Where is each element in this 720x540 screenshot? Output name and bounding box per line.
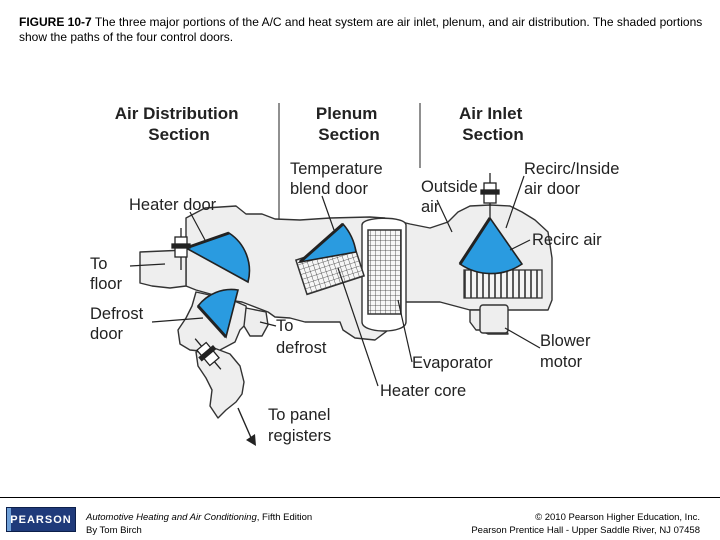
book-edition: , Fifth Edition	[256, 512, 313, 523]
evaporator-label: Evaporator	[412, 354, 493, 372]
recirc-inside-air-door	[458, 216, 524, 275]
evaporator-core	[367, 229, 402, 315]
figure-caption: FIGURE 10-7 The three major portions of …	[19, 15, 709, 45]
book-author: By Tom Birch	[86, 525, 142, 536]
heater-core-label: Heater core	[380, 382, 466, 400]
temperature-blend-door	[297, 222, 357, 264]
leader-lines	[129, 175, 541, 387]
heater-door-actuator	[171, 228, 191, 270]
copyright-info: © 2010 Pearson Higher Education, Inc. Pe…	[471, 511, 700, 537]
book-title: Automotive Heating and Air Conditioning	[86, 512, 257, 523]
air-inlet-header: Air Inlet Section	[459, 104, 527, 144]
to-panel-registers-label: To panel registers	[268, 406, 335, 445]
footer-divider	[0, 497, 720, 498]
recirc-filter	[463, 269, 543, 299]
recirc-air-label: Recirc air	[532, 231, 602, 249]
hvac-diagram: Air Distribution Section Plenum Section …	[90, 103, 624, 446]
outside-air-actuator	[480, 173, 500, 218]
figure-label: FIGURE 10-7	[19, 15, 92, 29]
recirc-inside-air-door-label: Recirc/Inside air door	[524, 160, 624, 198]
heater-door-label: Heater door	[129, 196, 217, 214]
book-info: Automotive Heating and Air Conditioning,…	[86, 511, 312, 537]
defrost-actuator	[194, 338, 222, 370]
defrost-door	[196, 288, 239, 339]
defrost-door-label: Defrost door	[90, 305, 148, 343]
plenum-header: Plenum Section	[316, 104, 382, 144]
copyright-line-1: © 2010 Pearson Higher Education, Inc.	[535, 512, 700, 523]
pearson-logo: PEARSON	[6, 507, 76, 532]
air-distribution-header: Air Distribution Section	[115, 104, 243, 144]
temperature-blend-door-label: Temperature blend door	[290, 160, 387, 198]
figure-caption-text: The three major portions of the A/C and …	[19, 15, 703, 44]
heater-door	[184, 231, 251, 284]
copyright-line-2: Pearson Prentice Hall - Upper Saddle Riv…	[471, 525, 700, 536]
panel-registers-arrow	[237, 407, 256, 446]
blower-motor-label: Blower motor	[540, 332, 595, 371]
to-defrost-label: To defrost	[276, 317, 327, 357]
to-floor-label: To floor	[90, 255, 123, 293]
outside-air-label: Outside air	[421, 178, 482, 216]
